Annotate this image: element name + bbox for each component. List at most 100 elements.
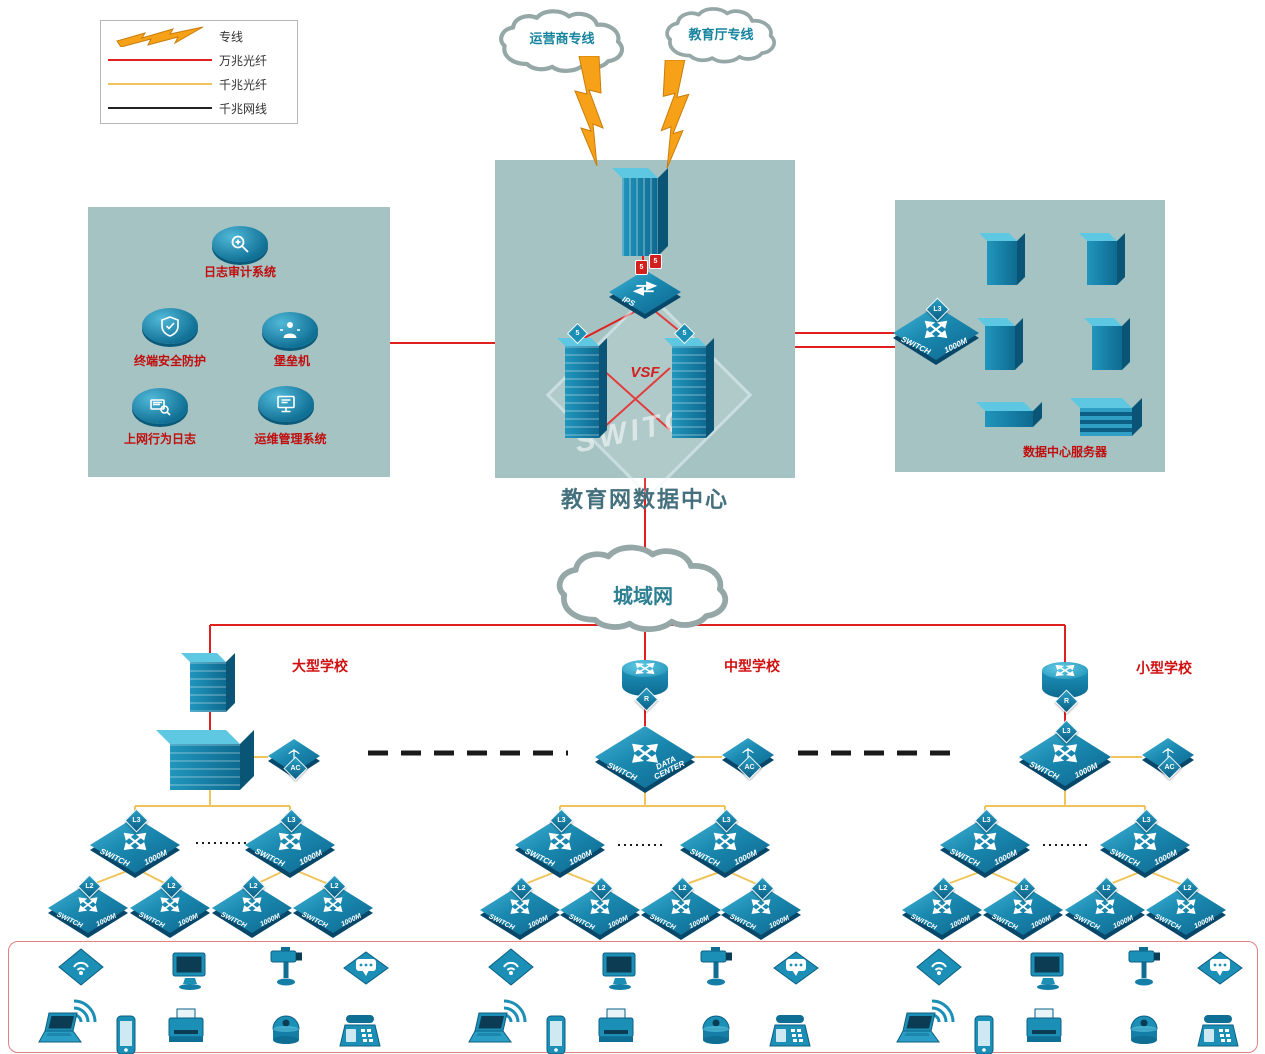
box-side — [599, 338, 607, 438]
l3-switch: L3 SWITCH 1000M — [245, 808, 335, 878]
printer-icon — [1020, 1008, 1068, 1052]
box-front — [672, 346, 706, 438]
l2-switch: L2 SWITCH 1000M — [130, 874, 210, 938]
routing-arrows-icon — [277, 831, 303, 851]
lightning-link-icon — [566, 56, 612, 166]
legend-label: 专线 — [219, 29, 244, 44]
printer-icon — [162, 1008, 210, 1052]
end-devices-zone — [8, 941, 1258, 1053]
education-cloud-label: 教育厅专线 — [688, 27, 754, 42]
netlog-icon — [132, 388, 188, 424]
routing-arrows-icon — [241, 896, 263, 913]
routing-arrows-icon — [634, 662, 656, 675]
ac-controller: AC — [268, 739, 320, 781]
ptz-camera-icon — [1120, 946, 1168, 990]
l2-switch: L2 SWITCH 1000M — [560, 876, 640, 940]
ips-device: IPS 5 5 — [609, 254, 681, 319]
l2-switch: L2 SWITCH 1000M — [902, 876, 982, 940]
routing-arrows-icon — [1054, 664, 1076, 677]
legend-row: 专线 — [101, 25, 297, 47]
legend-row: 千兆光纤 — [101, 73, 297, 95]
desktop-monitor-icon — [1024, 950, 1072, 994]
person-icon — [280, 322, 300, 338]
smartphone-icon — [532, 1014, 580, 1054]
routing-arrows-icon — [122, 831, 148, 851]
laptop-icon — [894, 1010, 942, 1054]
legend-label: 万兆光纤 — [219, 53, 268, 68]
school-name: 中型学校 — [724, 658, 780, 674]
printer-icon — [592, 1008, 640, 1052]
l3-switch: L3 SWITCH 1000M — [90, 808, 180, 878]
bidirectional-arrows-icon — [632, 280, 658, 298]
l2-switch: L2 SWITCH 1000M — [212, 874, 292, 938]
laptop-icon — [466, 1010, 514, 1054]
school-router: R — [1042, 662, 1088, 714]
routing-arrows-icon — [931, 898, 953, 915]
security-item-label: 运维管理系统 — [254, 432, 327, 446]
monitor-icon — [277, 395, 295, 413]
l2-switch: L2 SWITCH 1000M — [293, 874, 373, 938]
ptz-camera-icon — [262, 946, 310, 990]
shield-icon — [161, 316, 179, 337]
data-center-title: 教育网数据中心 — [560, 487, 729, 513]
chat-icon — [1196, 950, 1244, 994]
routing-arrows-icon — [547, 831, 573, 851]
lightning-link-icon — [652, 60, 698, 168]
legend: 专线 万兆光纤 千兆光纤 千兆网线 — [100, 20, 298, 124]
server-zone-title: 数据中心服务器 — [1022, 445, 1107, 459]
routing-arrows-icon — [670, 898, 692, 915]
smartphone-icon — [960, 1014, 1008, 1054]
security-item-label: 日志审计系统 — [203, 265, 276, 279]
l3-switch: L3 SWITCH 1000M — [940, 808, 1030, 878]
desktop-monitor-icon — [166, 950, 214, 994]
smartphone-icon — [102, 1014, 150, 1054]
endpoint-protection-icon — [142, 308, 198, 344]
ac-controller: AC — [1142, 738, 1194, 780]
log-search-icon — [150, 399, 171, 416]
routing-arrows-icon — [1094, 898, 1116, 915]
ac-controller: AC — [722, 738, 774, 780]
chat-icon — [342, 950, 390, 994]
secblade-badge: 5 — [635, 260, 648, 275]
school-name: 小型学校 — [1136, 660, 1192, 676]
l2-switch: L2 SWITCH 1000M — [1146, 876, 1226, 940]
routing-arrows-icon — [77, 896, 99, 913]
l2-switch: L2 SWITCH 1000M — [721, 876, 801, 940]
core-switch: L3 SWITCH 1000M — [1019, 719, 1111, 791]
security-item-label: 堡垒机 — [273, 354, 310, 368]
legend-label: 千兆光纤 — [219, 77, 268, 92]
server-zone-switch: L3 SWITCH 1000M — [893, 297, 979, 365]
1g-copper-sample — [101, 107, 219, 109]
desk-phone-icon — [1194, 1012, 1242, 1054]
routing-arrows-icon — [589, 898, 611, 915]
bastion-host-icon — [262, 312, 318, 348]
routing-arrows-icon — [923, 319, 949, 339]
routing-arrows-icon — [1012, 898, 1034, 915]
routing-arrows-icon — [750, 898, 772, 915]
routing-arrows-icon — [630, 742, 660, 764]
routing-arrows-icon — [1132, 831, 1158, 851]
ptz-camera-icon — [692, 946, 740, 990]
l3-switch: L3 SWITCH 1000M — [515, 808, 605, 878]
1g-fiber-sample — [101, 83, 219, 85]
l2-switch: L2 SWITCH 1000M — [641, 876, 721, 940]
dotted-stack-lines — [196, 842, 1090, 846]
routing-arrows-icon — [1175, 898, 1197, 915]
dome-camera-icon — [1120, 1008, 1168, 1052]
legend-row: 万兆光纤 — [101, 49, 297, 71]
l3-switch: L3 SWITCH 1000M — [680, 808, 770, 878]
l2-switch: L2 SWITCH 1000M — [48, 874, 128, 938]
l2-switch: L2 SWITCH 1000M — [983, 876, 1063, 940]
l3-switch: L3 SWITCH 1000M — [1100, 808, 1190, 878]
routing-arrows-icon — [159, 896, 181, 913]
desk-phone-icon — [336, 1012, 384, 1054]
desktop-monitor-icon — [596, 950, 644, 994]
l2-switch: L2 SWITCH 1000M — [480, 876, 560, 940]
vsf-label: VSF — [630, 364, 660, 381]
operator-cloud-label: 运营商专线 — [529, 31, 595, 46]
10g-line-sample — [101, 59, 219, 61]
dedicated-line-sample — [101, 25, 219, 47]
desk-phone-icon — [766, 1012, 814, 1054]
